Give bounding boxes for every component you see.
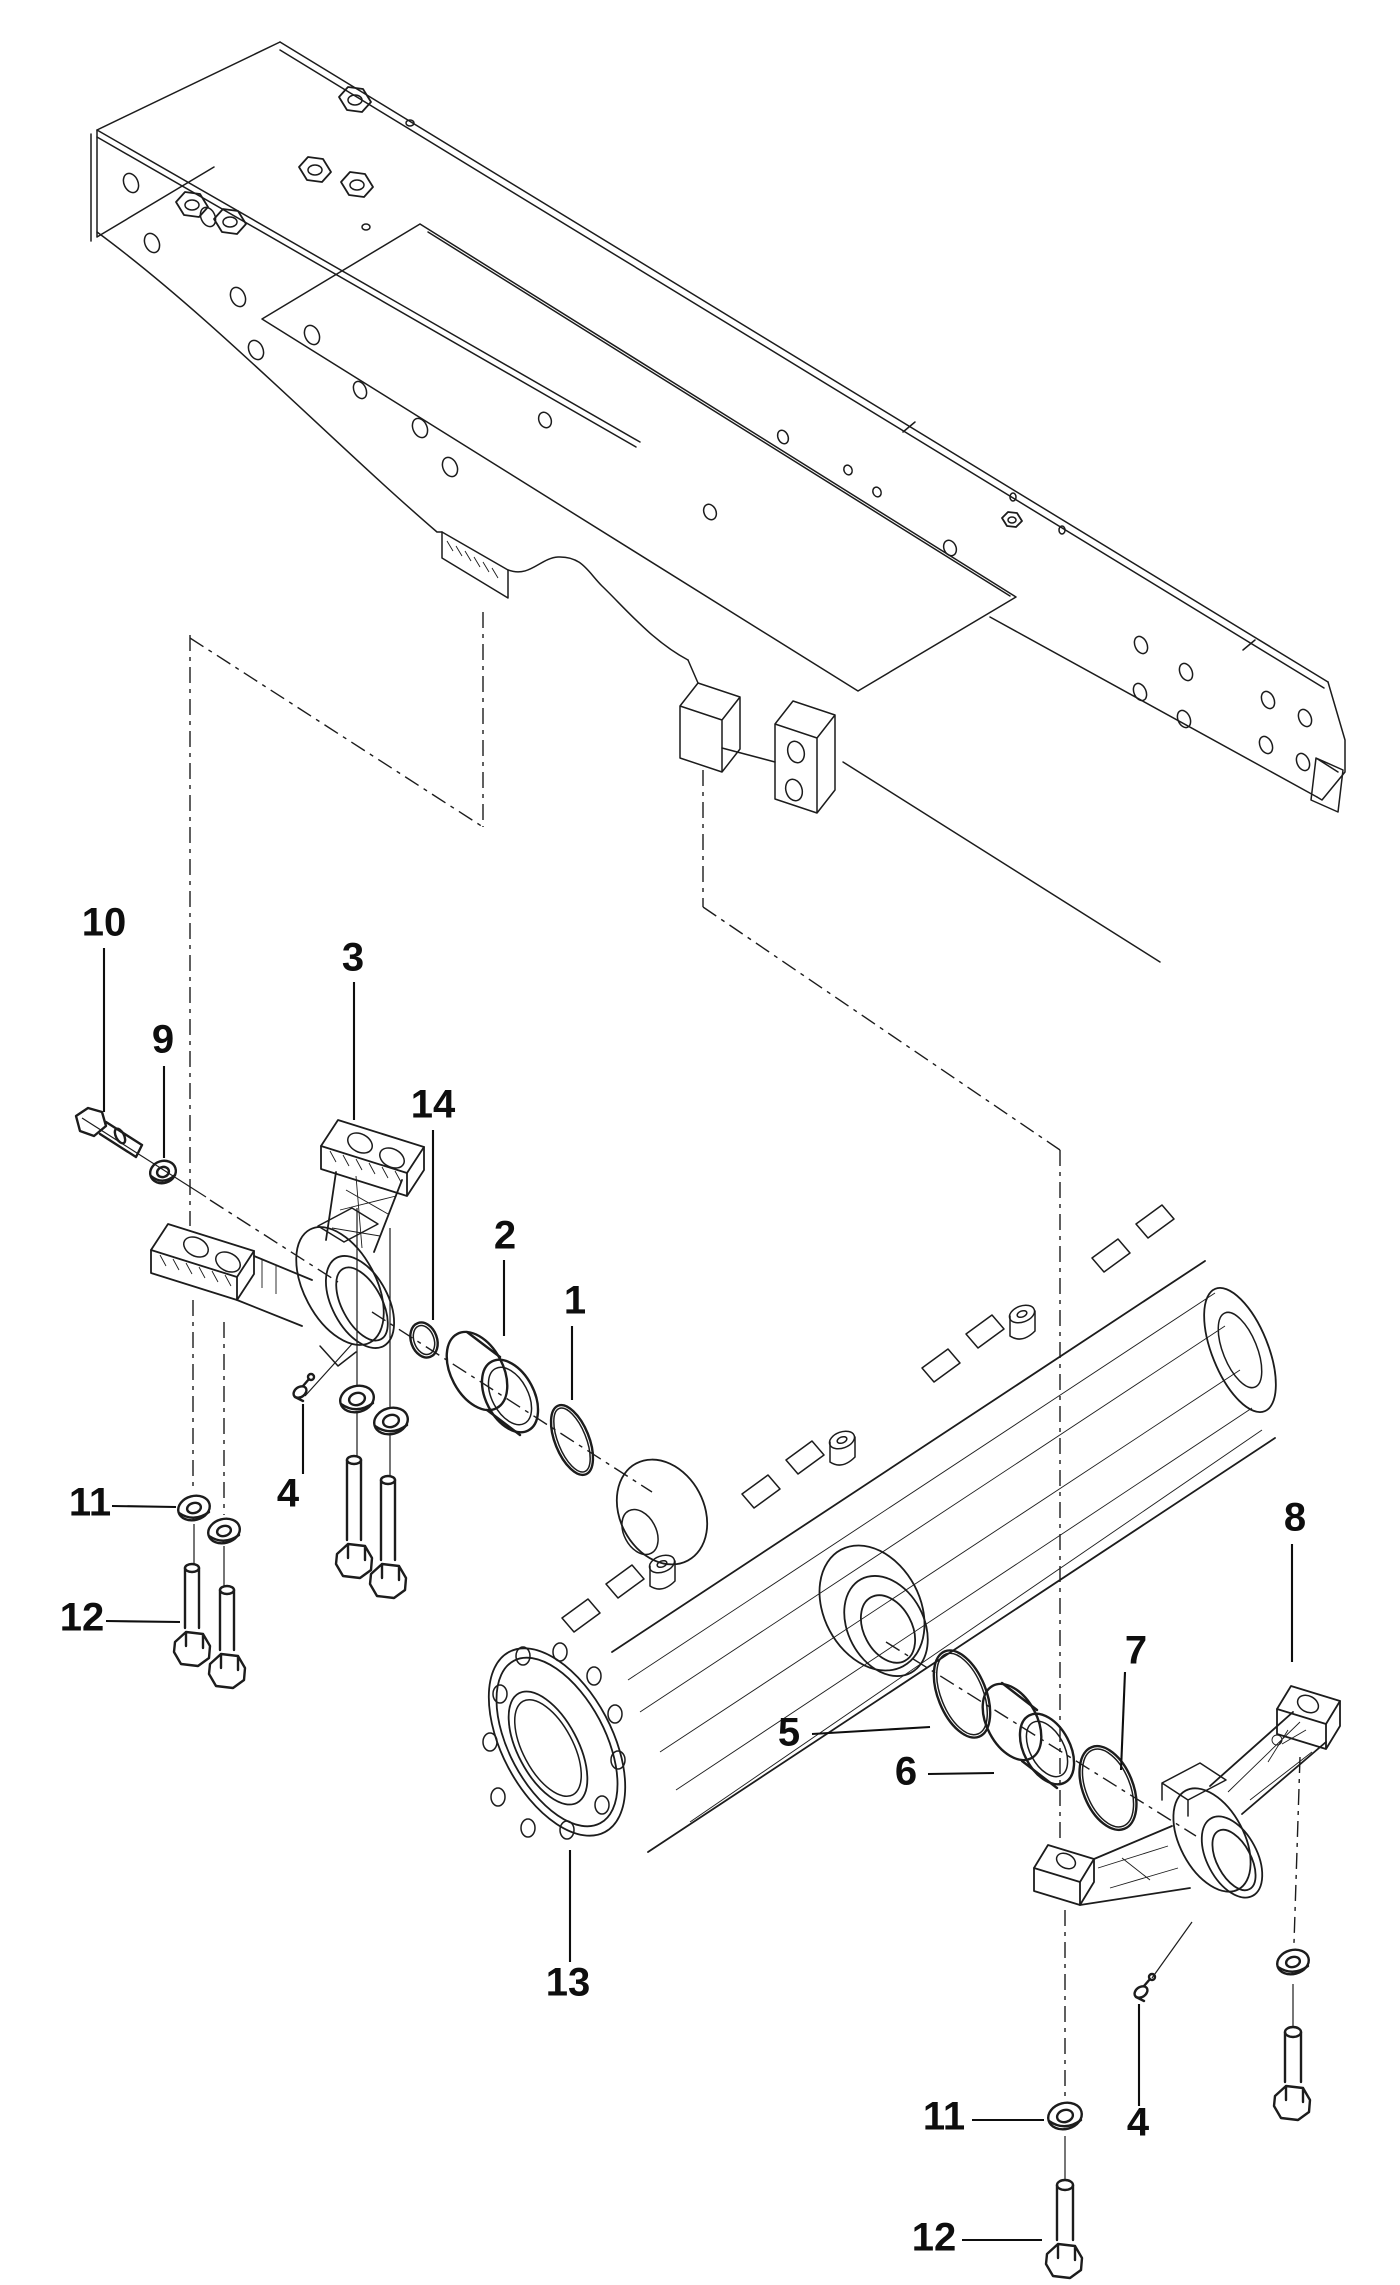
grease-fitting-4-right (1133, 1972, 1157, 2003)
washer-11-right (1047, 2101, 1083, 2131)
axle-housing (482, 1204, 1277, 1853)
callout-2-label-3: 3 (342, 936, 364, 980)
callout-0-label-10: 10 (82, 901, 127, 945)
spring-seat-pads (561, 1204, 1175, 1633)
notch-hatch (446, 540, 499, 579)
bracket-left (150, 1119, 425, 1367)
callout-13-label-8: 8 (1284, 1496, 1306, 1540)
bushing-6 (981, 1681, 1076, 1790)
bolts-12-left (172, 1454, 408, 1690)
washer-9 (148, 1159, 178, 1185)
callout-7-label-11: 11 (69, 1481, 111, 1525)
washers-under-top-plate (339, 1384, 409, 1436)
bolt-12-right (1044, 2178, 1084, 2280)
assembly-projection-lines (81, 612, 1301, 2180)
plate-hatch-top (329, 1150, 402, 1183)
washer-and-bolt-8-column (1272, 1948, 1312, 2122)
callout-11-label-6: 6 (895, 1750, 917, 1794)
flange-bolt-holes (482, 1642, 626, 1840)
callout-8-label-12: 12 (60, 1596, 105, 1640)
frame-holes-near (122, 172, 459, 478)
callout-9-label-13: 13 (546, 1961, 591, 2005)
plate-hatch-left (159, 1254, 232, 1287)
callout-12-label-7: 7 (1125, 1629, 1147, 1673)
callout-5-label-1: 1 (564, 1279, 586, 1323)
ring-14 (409, 1321, 439, 1359)
bushing-2 (445, 1330, 540, 1437)
callout-3-label-14: 14 (411, 1083, 456, 1127)
o-ring-1 (549, 1403, 595, 1477)
bracket-right (1033, 1685, 1341, 1906)
callout-6-label-4: 4 (277, 1472, 300, 1516)
callout-16-label-12: 12 (912, 2216, 957, 2260)
callout-8-leader-12 (105, 1619, 181, 1624)
frame-holes-far (537, 411, 1313, 772)
callout-10-label-5: 5 (778, 1711, 800, 1755)
frame-nuts (175, 86, 1023, 528)
callout-15-label-4: 4 (1127, 2101, 1150, 2145)
bolt-10 (74, 1106, 144, 1159)
callout-1-label-9: 9 (152, 1018, 174, 1062)
o-ring-5 (932, 1649, 992, 1739)
callout-10-leader-5 (811, 1725, 931, 1736)
callout-4-label-2: 2 (494, 1214, 516, 1258)
washers-11-left (177, 1494, 241, 1545)
grease-fitting-4-left (292, 1372, 316, 1403)
callout-11-leader-6 (927, 1771, 995, 1776)
o-ring-7 (1078, 1744, 1138, 1832)
callout-14-label-11: 11 (923, 2095, 965, 2139)
chassis-frame (90, 41, 1346, 963)
callout-7-leader-11 (111, 1504, 177, 1509)
callout-12-leader-7 (1119, 1671, 1127, 1771)
